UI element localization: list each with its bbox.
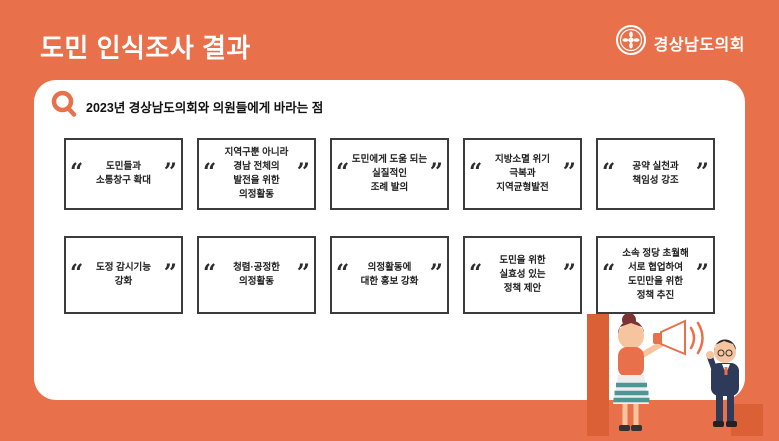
open-quote-icon: “ <box>336 259 350 287</box>
open-quote-icon: “ <box>203 259 217 287</box>
council-logo-label: 경상남도의회 <box>653 36 745 54</box>
response-grid: “ 도민들과 소통창구 확대 ” “ 지역구뿐 아니라 경남 전체의 발전을 위… <box>64 138 715 314</box>
backdrop-blocks <box>587 314 763 436</box>
open-quote-icon: “ <box>203 158 217 186</box>
response-box: “ 도민을 위한 실효성 있는 정책 제안 ” <box>463 236 582 314</box>
response-box: “ 의정활동에 대한 홍보 강화 ” <box>330 236 449 314</box>
response-text: 도정 감시기능 강화 <box>95 261 152 287</box>
open-quote-icon: “ <box>70 259 84 287</box>
open-quote-icon: “ <box>602 158 616 186</box>
response-box: “ 도정 감시기능 강화 ” <box>64 236 183 314</box>
response-box: “ 도민에게 도움 되는 실질적인 조례 발의 ” <box>330 138 449 210</box>
people-illustration <box>573 312 765 436</box>
man-character <box>706 339 739 427</box>
close-quote-icon: ” <box>429 158 443 186</box>
response-text: 소속 정당 초월해 서로 협업하여 도민만을 위한 정책 추진 <box>622 247 689 302</box>
megaphone-icon <box>636 319 704 360</box>
council-emblem-icon <box>615 24 647 61</box>
close-quote-icon: ” <box>163 158 177 186</box>
question-row: 2023년 경상남도의회와 의원들에게 바라는 점 <box>50 90 323 123</box>
response-box: “ 지역구뿐 아니라 경남 전체의 발전을 위한 의정활동 ” <box>197 138 316 210</box>
response-box: “ 공약 실천과 책임성 강조 ” <box>596 138 715 210</box>
open-quote-icon: “ <box>70 158 84 186</box>
open-quote-icon: “ <box>602 259 616 287</box>
close-quote-icon: ” <box>429 259 443 287</box>
question-label: 2023년 경상남도의회와 의원들에게 바라는 점 <box>86 101 324 115</box>
close-quote-icon: ” <box>296 259 310 287</box>
close-quote-icon: ” <box>163 259 177 287</box>
woman-character <box>613 313 650 431</box>
response-text: 도민을 위한 실효성 있는 정책 제안 <box>499 254 546 295</box>
response-text: 지역구뿐 아니라 경남 전체의 발전을 위한 의정활동 <box>224 146 289 201</box>
response-box: “ 도민들과 소통창구 확대 ” <box>64 138 183 210</box>
response-text: 청렴·공정한 의정활동 <box>233 261 280 287</box>
page-title: 도민 인식조사 결과 <box>40 33 251 63</box>
response-box: “ 청렴·공정한 의정활동 ” <box>197 236 316 314</box>
response-text: 지방소멸 위기 극복과 지역균형발전 <box>494 153 551 194</box>
open-quote-icon: “ <box>336 158 350 186</box>
response-text: 도민들과 소통창구 확대 <box>95 160 152 186</box>
open-quote-icon: “ <box>469 158 483 186</box>
content-card: 2023년 경상남도의회와 의원들에게 바라는 점 “ 도민들과 소통창구 확대… <box>34 80 745 400</box>
close-quote-icon: ” <box>562 158 576 186</box>
response-box: “ 지방소멸 위기 극복과 지역균형발전 ” <box>463 138 582 210</box>
response-text: 도민에게 도움 되는 실질적인 조례 발의 <box>351 153 428 194</box>
response-text: 공약 실천과 책임성 강조 <box>632 160 679 186</box>
close-quote-icon: ” <box>562 259 576 287</box>
response-box: “ 소속 정당 초월해 서로 협업하여 도민만을 위한 정책 추진 ” <box>596 236 715 314</box>
question-q-icon <box>50 90 78 123</box>
close-quote-icon: ” <box>296 158 310 186</box>
council-logo: 경상남도의회 <box>615 24 745 61</box>
open-quote-icon: “ <box>469 259 483 287</box>
close-quote-icon: ” <box>695 259 709 287</box>
close-quote-icon: ” <box>695 158 709 186</box>
response-text: 의정활동에 대한 홍보 강화 <box>360 261 419 287</box>
